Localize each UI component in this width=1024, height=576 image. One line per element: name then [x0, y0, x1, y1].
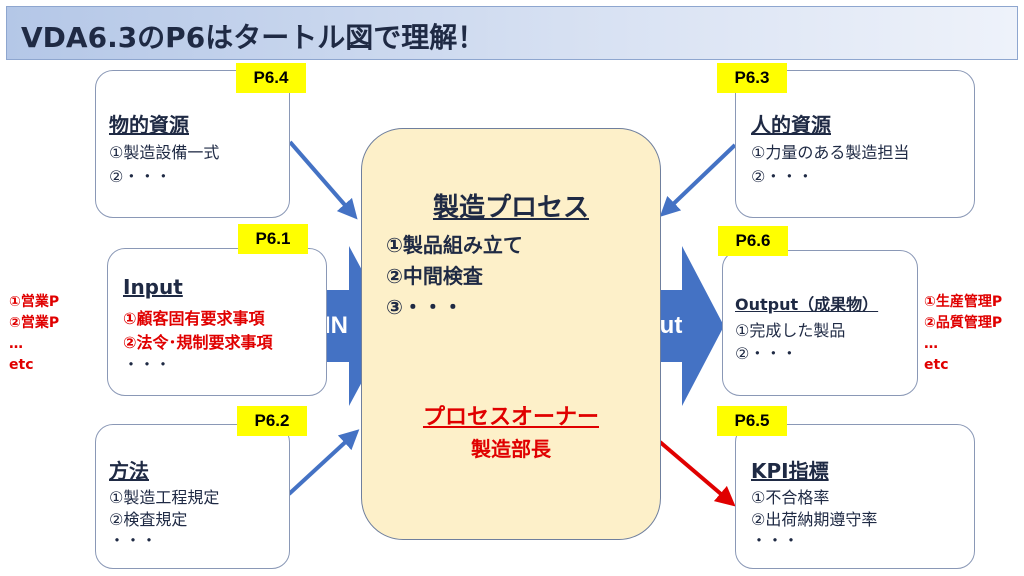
box-title: Output（成果物） — [735, 295, 879, 314]
output-box: Output（成果物） ①完成した製品 ②・・・ — [722, 250, 918, 396]
tag-p6-3: P6.3 — [717, 63, 787, 93]
arrow-method-to-process — [287, 429, 360, 496]
process-item: ②中間検査 — [386, 264, 483, 288]
box-line: ・・・ — [123, 355, 172, 374]
process-item: ①製品組み立て — [386, 233, 523, 257]
method-box: 方法 ①製造工程規定 ②検査規定 ・・・ — [95, 424, 290, 569]
process-item: ③・・・ — [386, 295, 463, 319]
box-title: 物的資源 — [109, 113, 189, 137]
left-note-line: … — [9, 336, 23, 352]
right-note-line: … — [924, 336, 938, 352]
box-title: Input — [123, 275, 183, 299]
tag-p6-5: P6.5 — [717, 406, 787, 436]
right-note: ①生産管理P ②品質管理P … etc — [924, 292, 1002, 376]
tag-p6-4: P6.4 — [236, 63, 306, 93]
tag-p6-2: P6.2 — [237, 406, 307, 436]
box-line: ②・・・ — [735, 344, 798, 363]
physical-resources-box: 物的資源 ①製造設備一式 ②・・・ — [95, 70, 290, 218]
right-note-line: etc — [924, 357, 949, 373]
box-line: ・・・ — [751, 531, 800, 550]
left-note-line: etc — [9, 357, 34, 373]
process-heading: 製造プロセス — [432, 193, 589, 223]
process-box: 製造プロセス ①製品組み立て ②中間検査 ③・・・ プロセスオーナー 製造部長 — [361, 128, 661, 540]
title-bar: VDA6.3のP6はタートル図で理解！ — [6, 6, 1018, 60]
box-line: ②出荷納期遵守率 — [751, 510, 878, 529]
box-line: ①力量のある製造担当 — [751, 143, 910, 162]
page-title: VDA6.3のP6はタートル図で理解！ — [21, 21, 486, 54]
box-line: ②検査規定 — [109, 510, 188, 529]
left-note-line: ②営業P — [9, 315, 60, 331]
box-line: ①完成した製品 — [735, 321, 846, 340]
left-note-line: ①営業P — [9, 294, 60, 310]
right-note-line: ②品質管理P — [924, 315, 1003, 331]
arrow-human-to-process — [659, 143, 737, 217]
arrow-physical-to-process — [288, 140, 358, 220]
box-line: ①顧客固有要求事項 — [123, 309, 265, 328]
box-title: 方法 — [109, 459, 149, 483]
human-resources-box: 人的資源 ①力量のある製造担当 ②・・・ — [735, 70, 975, 218]
in-label: IN — [324, 312, 348, 339]
in-arrow — [312, 246, 392, 406]
box-line: ①製造設備一式 — [109, 143, 220, 162]
box-title: KPI指標 — [751, 459, 829, 483]
input-box: Input ①顧客固有要求事項 ②法令･規制要求事項 ・・・ — [107, 248, 327, 396]
right-note-line: ①生産管理P — [924, 294, 1003, 310]
left-note: ①営業P ②営業P … etc — [9, 292, 59, 376]
process-owner-value: 製造部長 — [471, 437, 551, 461]
box-line: ①製造工程規定 — [109, 488, 220, 507]
out-arrow — [633, 246, 724, 406]
process-owner-label: プロセスオーナー — [422, 405, 599, 430]
box-title: 人的資源 — [751, 113, 831, 137]
box-line: ・・・ — [109, 531, 158, 550]
arrow-process-to-kpi — [658, 440, 736, 507]
box-line: ②法令･規制要求事項 — [123, 333, 273, 352]
tag-p6-6: P6.6 — [718, 226, 788, 256]
box-line: ②・・・ — [751, 167, 814, 186]
tag-p6-1: P6.1 — [238, 224, 308, 254]
box-line: ②・・・ — [109, 167, 172, 186]
kpi-box: KPI指標 ①不合格率 ②出荷納期遵守率 ・・・ — [735, 424, 975, 569]
box-line: ①不合格率 — [751, 488, 830, 507]
